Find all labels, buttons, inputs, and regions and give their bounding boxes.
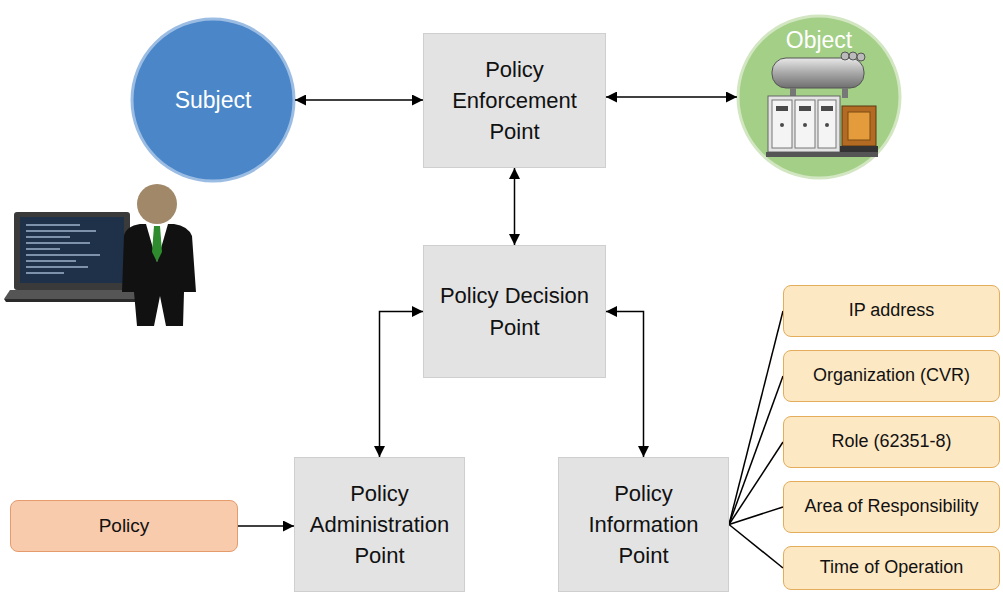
connector-arrow	[514, 168, 516, 245]
control-cabinet	[768, 96, 840, 152]
subject-circle: Subject	[130, 17, 296, 183]
node-label: Policy Administration Point	[305, 478, 455, 572]
skid	[766, 152, 878, 157]
connector-arrow	[238, 525, 294, 527]
person-suit	[122, 224, 196, 326]
screen-lines	[26, 225, 100, 273]
user-illustration	[4, 184, 196, 326]
node-label: Area of Responsibility	[804, 494, 978, 520]
person-shirt	[146, 224, 168, 262]
laptop-lid	[14, 212, 130, 290]
connector-line	[729, 442, 783, 525]
connector-arrow	[295, 99, 423, 101]
person-tie	[152, 226, 162, 262]
attribute-box: Organization (CVR)	[783, 350, 1000, 402]
node-label: Time of Operation	[820, 555, 963, 581]
laptop-screen	[20, 217, 124, 283]
tank	[772, 58, 864, 88]
process-box: Policy Enforcement Point	[423, 33, 606, 168]
connector-line	[729, 507, 783, 525]
person-head	[137, 184, 177, 224]
attribute-box: Area of Responsibility	[783, 481, 1000, 533]
node-label: Policy	[99, 513, 150, 540]
node-label: Role (62351-8)	[831, 429, 951, 455]
attribute-box: Role (62351-8)	[783, 416, 1000, 468]
node-label: IP address	[849, 298, 935, 324]
node-label: Organization (CVR)	[813, 363, 970, 389]
process-box: Policy Information Point	[558, 457, 729, 592]
connector-line	[729, 376, 783, 525]
transformer	[842, 106, 876, 146]
connector-arrow	[380, 312, 424, 458]
node-label: Subject	[175, 84, 252, 117]
attribute-box: Time of Operation	[783, 546, 1000, 590]
process-box: Policy Decision Point	[423, 245, 606, 378]
connector-arrow	[606, 312, 644, 458]
connector-line	[729, 525, 783, 569]
node-label: Policy Decision Point	[440, 280, 590, 342]
attribute-box: IP address	[783, 285, 1000, 337]
connector-arrow	[606, 96, 737, 98]
process-box: Policy Administration Point	[294, 457, 465, 592]
node-label: Policy Information Point	[569, 478, 719, 572]
object-circle: Object	[736, 14, 902, 180]
node-label: Policy Enforcement Point	[440, 54, 590, 148]
policy-box: Policy	[10, 500, 238, 552]
node-label: Object	[786, 24, 852, 57]
laptop-edge	[4, 299, 146, 302]
connector-line	[729, 311, 783, 525]
